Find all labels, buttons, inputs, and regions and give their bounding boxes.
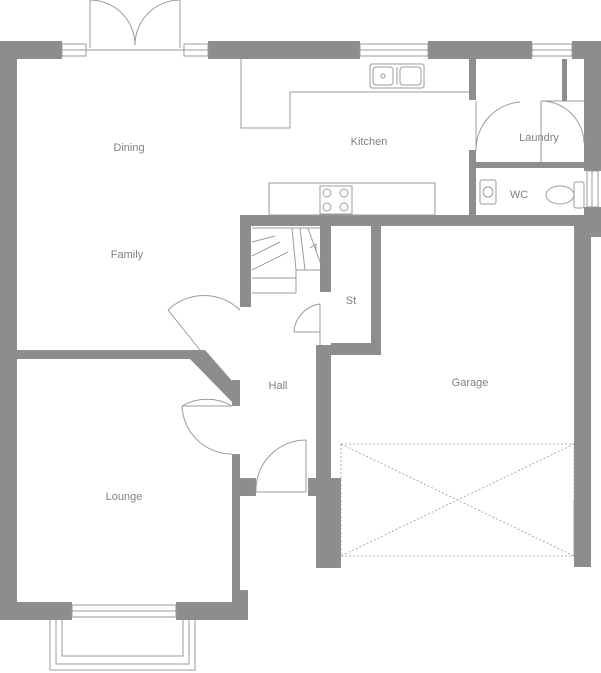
walls: [0, 41, 601, 620]
room-label-dining: Dining: [113, 142, 144, 154]
kitchen-fixtures: [240, 59, 469, 216]
room-label-hall: Hall: [269, 380, 288, 392]
room-label-kitchen: Kitchen: [351, 136, 388, 148]
stairs: [251, 227, 321, 294]
room-label-family: Family: [111, 249, 144, 261]
room-label-laundry: Laundry: [519, 132, 559, 144]
room-label-garage: Garage: [452, 377, 489, 389]
garage-door: [340, 443, 575, 557]
windows: [49, 43, 599, 671]
wc-fixtures: [479, 179, 585, 209]
doors: [86, 0, 585, 493]
room-label-wc: WC: [510, 189, 528, 201]
room-label-st: St: [346, 295, 356, 307]
room-label-lounge: Lounge: [106, 491, 143, 503]
room-labels: Dining Kitchen Laundry WC Family St Hall…: [106, 132, 560, 503]
